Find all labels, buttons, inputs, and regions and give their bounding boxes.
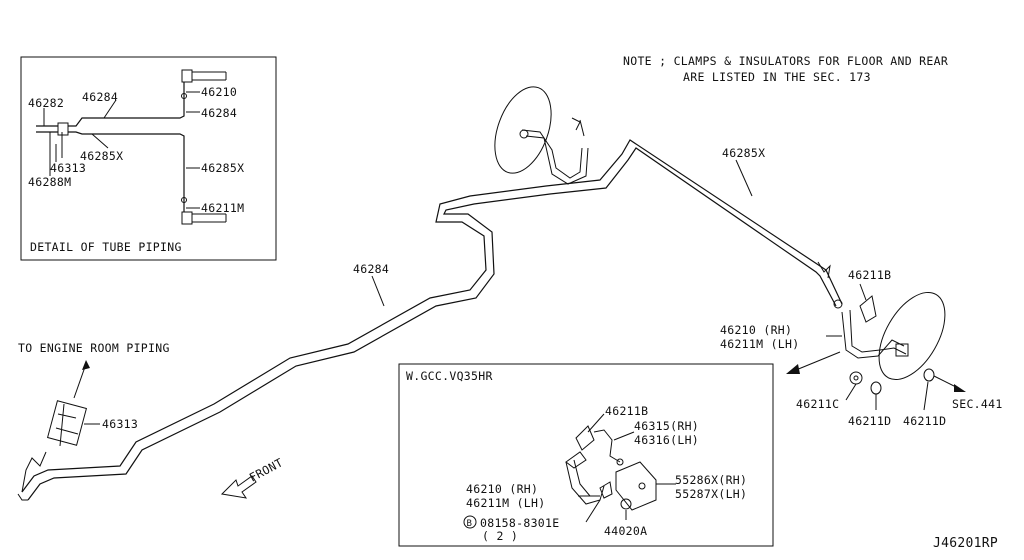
label-46313: 46313 [102,417,138,431]
bolt-46211c-center [853,375,859,381]
detail-top-hose [192,71,227,81]
label-46284: 46284 [201,106,237,120]
detail-connector [57,122,69,136]
variant-brake-hose [565,459,605,505]
front-brake-hose [521,129,583,179]
label-46284: 46284 [353,262,389,276]
variant-hose-end [565,451,587,469]
bolt-46211c [849,371,863,385]
label-55287x-lh: 55287X(LH) [675,487,747,501]
pipe-zigzag-front [17,451,47,501]
detail-caption: DETAIL OF TUBE PIPING [30,240,182,254]
label-bolt-08158-8301e: 08158-8301E [480,516,559,530]
junction-block-46313 [46,400,88,446]
variant-part-44020a [620,498,632,510]
variant-box-wgcc-vq35hr: W.GCC.VQ35HR 46211B 46315(RH) 46316(LH) … [398,363,774,547]
label-46211b: 46211B [848,268,891,282]
diagram-id: J46201RP [933,536,998,551]
detail-top-fitting [181,69,193,83]
label-46211m: 46211M [201,201,244,215]
label-46210-rh: 46210 (RH) [466,482,538,496]
rear-hose-fitting [895,343,909,357]
label-44020a: 44020A [604,524,647,538]
rear-bracket-46211b [859,295,877,323]
engine-room-label: TO ENGINE ROOM PIPING [18,341,170,355]
label-bolt-quantity: ( 2 ) [482,529,518,543]
variant-bracket-46211b [575,425,595,451]
washer-46211d-b [923,368,935,382]
label-46211m-lh: 46211M (LH) [466,496,545,510]
rear-brake-assembly: 46211B 46210 (RH) 46211M (LH) 46211C 462… [720,268,1003,428]
front-brake-assembly [494,86,589,185]
leader-46284 [371,275,385,307]
variant-leader-lines [578,413,676,523]
label-46210: 46210 [201,85,237,99]
leader-46285x [735,159,753,197]
label-46315-rh: 46315(RH) [634,419,699,433]
label-46285x: 46285X [722,146,765,160]
label-46210-rh: 46210 (RH) [720,323,792,337]
washer-46211d-a [870,381,882,395]
front-arrow-icon [220,475,257,499]
note-block: NOTE ; CLAMPS & INSULATORS FOR FLOOR AND… [623,54,948,84]
note-line-2: ARE LISTED IN THE SEC. 173 [683,70,871,84]
front-hose-clip [571,117,585,137]
label-46316-lh: 46316(LH) [634,433,699,447]
rear-brake-disc [878,291,946,381]
variant-bolt [599,481,613,499]
detail-box-frame [20,56,277,261]
note-line-1: NOTE ; CLAMPS & INSULATORS FOR FLOOR AND… [623,54,948,68]
engine-room-arrow-line [73,363,87,399]
rear-leader-lines [826,283,929,411]
variant-box-frame [398,363,774,547]
rear-arrow-line [795,351,841,371]
label-sec441: SEC.441 [952,397,1003,411]
variant-caption: W.GCC.VQ35HR [406,369,493,383]
variant-tube-nut [616,458,624,466]
sec441-arrowhead [954,384,966,392]
junction-block-detail [55,403,79,447]
variant-bracket-55286x [615,461,657,511]
main-brake-pipe: 46285X 46284 [17,139,843,501]
label-46211b: 46211B [605,404,648,418]
variant-tube-46315 [593,429,621,463]
detail-leader-lines [43,91,200,209]
label-46211c: 46211C [796,397,839,411]
rear-brake-hose-outer [849,309,907,355]
variant-bracket-hole [638,482,646,490]
detail-bottom-hose [192,213,227,223]
label-46288m: 46288M [28,175,71,189]
label-46284: 46284 [82,90,118,104]
front-brake-disc [494,86,552,174]
label-46211d: 46211D [848,414,891,428]
rear-pipe-nut [833,299,843,309]
label-55286x-rh: 55286X(RH) [675,473,747,487]
front-label: FRONT [247,455,285,484]
rear-arrowhead [786,364,800,374]
pipe-zigzag-rear [817,261,831,279]
detail-tube-inlet [36,125,58,133]
bolt-marker-letter: B [467,519,473,529]
engine-room-arrowhead [82,360,90,370]
front-direction-indicator: FRONT [220,455,285,499]
bolt-marker-circle [463,515,477,529]
label-46285x: 46285X [80,149,123,163]
detail-bottom-fitting [181,211,193,225]
front-brake-hose-outer [525,135,589,185]
label-46313: 46313 [50,161,86,175]
detail-of-tube-piping-box: 46282 46284 46313 46285X 46288M 46210 46… [20,56,277,261]
front-hose-fitting [519,129,529,139]
label-46282: 46282 [28,96,64,110]
label-46285x: 46285X [201,161,244,175]
rear-brake-hose [841,311,905,359]
detail-top-joint [181,93,187,99]
label-46211d: 46211D [903,414,946,428]
detail-bottom-joint [181,197,187,203]
label-46211m-lh: 46211M (LH) [720,337,799,351]
detail-tube-branches [68,82,185,212]
engine-room-connection: TO ENGINE ROOM PIPING 46313 [18,341,170,447]
